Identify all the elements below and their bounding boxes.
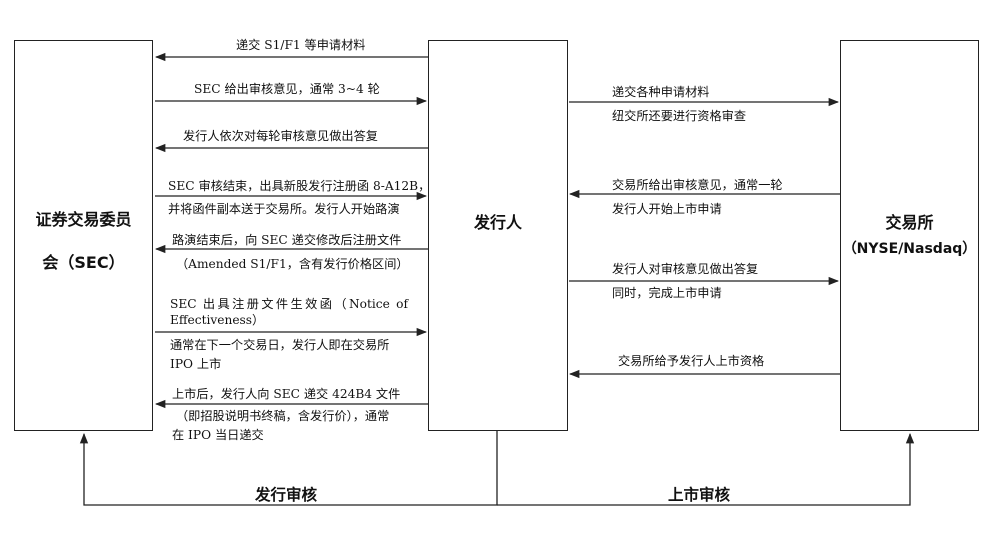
flow-label-exchange-comments-1: 交易所给出审核意见，通常一轮	[612, 178, 783, 192]
sec-label-line1: 证券交易委员	[35, 210, 132, 229]
flow-label-amended-2: （Amended S1/F1，含有发行价格区间）	[176, 257, 409, 271]
flow-label-amended-1: 路演结束后，向 SEC 递交修改后注册文件	[172, 233, 402, 247]
sec-label-line2: 会（SEC）	[42, 253, 125, 272]
flow-label-exchange-comments-2: 发行人开始上市申请	[612, 202, 722, 216]
flow-label-424b4-2: （即招股说明书终稿，含发行价），通常	[176, 409, 390, 423]
flow-label-submit-exchange-2: 纽交所还要进行资格审查	[612, 109, 747, 123]
flow-label-issuer-reply: 发行人依次对每轮审核意见做出答复	[183, 129, 378, 143]
flow-label-notice-2: 通常在下一个交易日，发行人即在交易所	[170, 338, 390, 352]
footer-issuance-review: 发行审核	[255, 486, 318, 504]
flow-label-sec-comments: SEC 给出审核意见，通常 3~4 轮	[194, 82, 380, 96]
flow-label-submit-exchange-1: 递交各种申请材料	[612, 85, 710, 99]
flow-label-notice-1: SEC 出具注册文件生效函（Notice of Effectiveness）	[170, 297, 408, 327]
issuer-label: 发行人	[473, 213, 522, 232]
flow-label-sec-8a12b-1: SEC 审核结束，出具新股发行注册函 8-A12B，	[168, 179, 431, 193]
exchange-box: 交易所 （NYSE/Nasdaq）	[840, 40, 979, 431]
sec-box: 证券交易委员 会（SEC）	[14, 40, 153, 431]
connector-listing-review	[497, 432, 915, 506]
flow-label-submit-s1: 递交 S1/F1 等申请材料	[236, 38, 366, 52]
flow-label-notice-3: IPO 上市	[170, 357, 222, 371]
connector-issuance-review	[79, 431, 498, 506]
flow-label-issuer-reply-exchange-1: 发行人对审核意见做出答复	[612, 262, 759, 276]
flow-label-sec-8a12b-2: 并将函件副本送于交易所。发行人开始路演	[168, 202, 400, 216]
flow-label-listing-qualification: 交易所给予发行人上市资格	[618, 354, 765, 368]
flow-label-424b4-1: 上市后，发行人向 SEC 递交 424B4 文件	[172, 387, 401, 401]
flow-label-424b4-3: 在 IPO 当日递交	[172, 428, 264, 442]
flow-label-issuer-reply-exchange-2: 同时，完成上市申请	[612, 286, 722, 300]
footer-listing-review: 上市审核	[668, 486, 731, 504]
exchange-label-line2: （NYSE/Nasdaq）	[842, 241, 977, 257]
exchange-label-line1: 交易所	[885, 213, 934, 232]
issuer-box: 发行人	[428, 40, 568, 431]
